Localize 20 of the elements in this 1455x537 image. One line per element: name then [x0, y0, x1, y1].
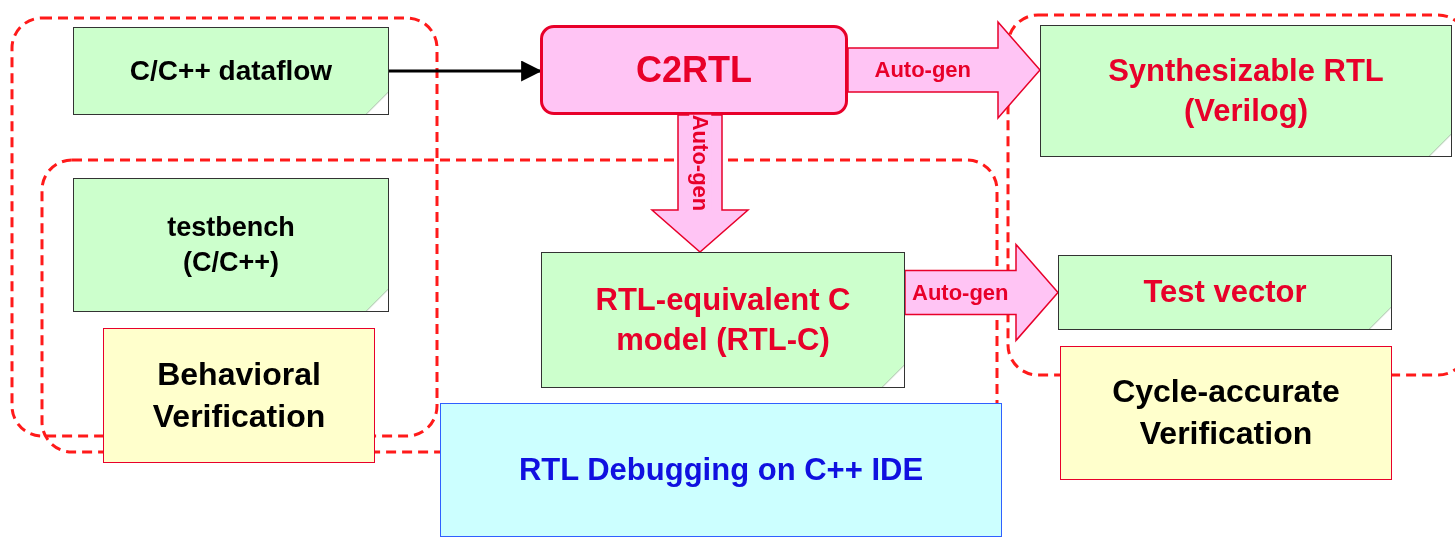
node-text: RTL Debugging on C++ IDE [517, 450, 925, 489]
document-note [73, 178, 389, 312]
node-text: Synthesizable RTL (Verilog) [1107, 51, 1385, 130]
edge-label: Auto-gen [874, 59, 972, 81]
node-text: C2RTL [635, 47, 753, 92]
node-text: Behavioral Verification [151, 354, 327, 436]
edge-label: Auto-gen [688, 114, 711, 211]
node-text: C/C++ dataflow [128, 53, 334, 88]
process-box [540, 25, 848, 115]
document-note [1040, 25, 1452, 157]
node-text: Test vector [1142, 273, 1308, 312]
document-note [73, 27, 389, 115]
label-box [1060, 346, 1392, 480]
document-note [541, 252, 905, 388]
label-box [103, 328, 375, 463]
document-note [1058, 255, 1392, 330]
info-box [440, 403, 1002, 537]
node-text: Cycle-accurate Verification [1111, 372, 1341, 453]
node-text: RTL-equivalent C model (RTL-C) [594, 280, 852, 359]
node-text: testbench (C/C++) [166, 210, 296, 279]
